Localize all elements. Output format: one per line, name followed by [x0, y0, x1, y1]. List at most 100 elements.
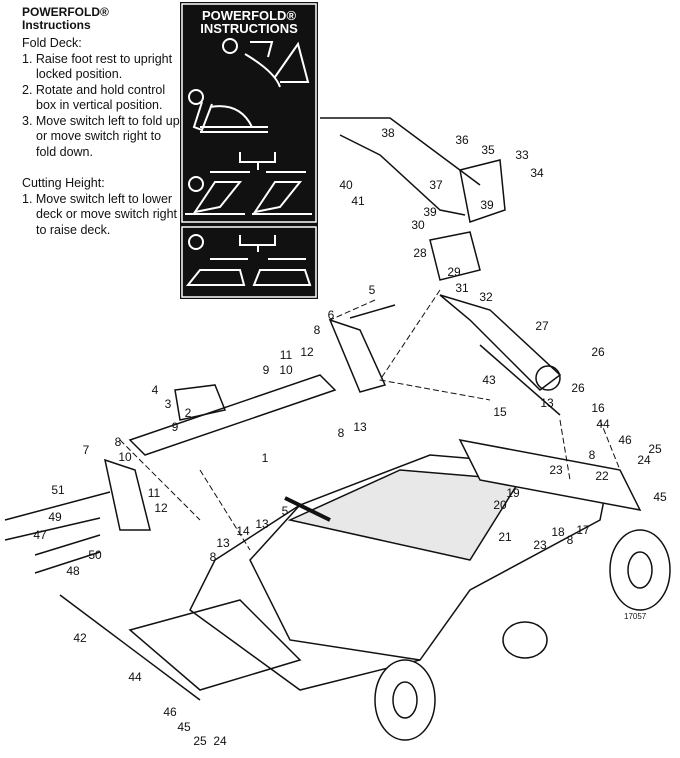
callout-22: 22 [595, 469, 609, 483]
callout-3: 3 [164, 397, 172, 411]
callout-37: 37 [429, 178, 443, 192]
decal-title-line2: INSTRUCTIONS [200, 21, 298, 36]
callout-15: 15 [493, 405, 507, 419]
figure-number: 17057 [624, 612, 647, 621]
callout-27: 27 [535, 319, 549, 333]
rod-5 [349, 304, 396, 319]
callout-8: 8 [588, 448, 596, 462]
callout-10: 10 [118, 450, 132, 464]
callout-10: 10 [279, 363, 293, 377]
callout-33: 33 [515, 148, 529, 162]
callout-25: 25 [193, 734, 207, 748]
callout-5: 5 [368, 283, 376, 297]
callout-25: 25 [648, 442, 662, 456]
callout-26: 26 [591, 345, 605, 359]
callout-11: 11 [279, 348, 293, 362]
callout-24: 24 [637, 453, 651, 467]
cutting-height-step: 1. Move switch left to lower deck or mov… [22, 191, 178, 237]
wheel [374, 659, 436, 741]
callout-29: 29 [447, 265, 461, 279]
decal-title-line1: POWERFOLD® [201, 8, 297, 23]
rod-43 [479, 344, 561, 416]
callout-44: 44 [128, 670, 142, 684]
callout-39: 39 [480, 198, 494, 212]
powerfold-decal [180, 2, 318, 299]
callout-12: 12 [154, 501, 168, 515]
pivot-plate [328, 318, 387, 393]
rod-5b [284, 496, 331, 522]
callout-21: 21 [498, 530, 512, 544]
hinge-bar [128, 374, 337, 456]
callout-45: 45 [177, 720, 191, 734]
callout-44: 44 [596, 417, 610, 431]
callout-12: 12 [300, 345, 314, 359]
callout-35: 35 [481, 143, 495, 157]
callout-16: 16 [591, 401, 605, 415]
callout-24: 24 [213, 734, 227, 748]
callout-5: 5 [281, 504, 289, 518]
callout-23: 23 [533, 538, 547, 552]
foot-lever [4, 491, 111, 574]
harness [339, 134, 466, 216]
instructions-title: POWERFOLD® [22, 5, 109, 19]
callout-20: 20 [493, 498, 507, 512]
callout-13: 13 [216, 536, 230, 550]
callout-32: 32 [479, 290, 493, 304]
callout-34: 34 [530, 166, 544, 180]
callout-9: 9 [171, 420, 179, 434]
callout-31: 31 [455, 281, 469, 295]
rod-44 [59, 594, 201, 701]
control-box [459, 159, 506, 223]
actuator-cylinder [439, 294, 562, 391]
callout-40: 40 [339, 178, 353, 192]
decal-title: POWERFOLD® INSTRUCTIONS [182, 9, 316, 35]
callout-19: 19 [506, 486, 520, 500]
callout-14: 14 [236, 524, 250, 538]
callout-7: 7 [82, 443, 90, 457]
roller [502, 621, 548, 659]
fold-deck-heading: Fold Deck: [22, 36, 82, 50]
callout-45: 45 [653, 490, 667, 504]
callout-1: 1 [261, 451, 269, 465]
pivot-plate [103, 458, 151, 531]
callout-13: 13 [540, 396, 554, 410]
powerfold-instructions-text: POWERFOLD® Instructions Fold Deck: 1. Ra… [22, 6, 182, 238]
callout-46: 46 [618, 433, 632, 447]
callout-28: 28 [413, 246, 427, 260]
callout-43: 43 [482, 373, 496, 387]
callout-4: 4 [151, 383, 159, 397]
callout-50: 50 [88, 548, 102, 562]
instructions-subtitle: Instructions [22, 18, 91, 32]
callout-8: 8 [337, 426, 345, 440]
callout-46: 46 [163, 705, 177, 719]
callout-8: 8 [566, 533, 574, 547]
callout-6: 6 [327, 308, 335, 322]
callout-39: 39 [423, 205, 437, 219]
callout-26: 26 [571, 381, 585, 395]
bracket-28 [429, 231, 481, 281]
callout-13: 13 [353, 420, 367, 434]
callout-42: 42 [73, 631, 87, 645]
wheel [609, 529, 671, 611]
callout-18: 18 [551, 525, 565, 539]
cutting-height-heading: Cutting Height: [22, 176, 105, 190]
callout-49: 49 [48, 510, 62, 524]
fold-deck-step: 1. Raise foot rest to upright locked pos… [22, 51, 173, 82]
mower-deck [189, 454, 611, 691]
callout-13: 13 [255, 517, 269, 531]
callout-47: 47 [33, 528, 47, 542]
callout-48: 48 [66, 564, 80, 578]
fold-deck-step: 3. Move switch left to fold up or move s… [22, 113, 180, 159]
callout-8: 8 [209, 550, 217, 564]
callout-41: 41 [351, 194, 365, 208]
callout-2: 2 [184, 406, 192, 420]
fold-deck-step: 2. Rotate and hold control box in vertic… [22, 82, 166, 113]
callout-30: 30 [411, 218, 425, 232]
callout-36: 36 [455, 133, 469, 147]
callout-23: 23 [549, 463, 563, 477]
callout-51: 51 [51, 483, 65, 497]
callout-11: 11 [147, 486, 161, 500]
callout-38: 38 [381, 126, 395, 140]
callout-9: 9 [262, 363, 270, 377]
